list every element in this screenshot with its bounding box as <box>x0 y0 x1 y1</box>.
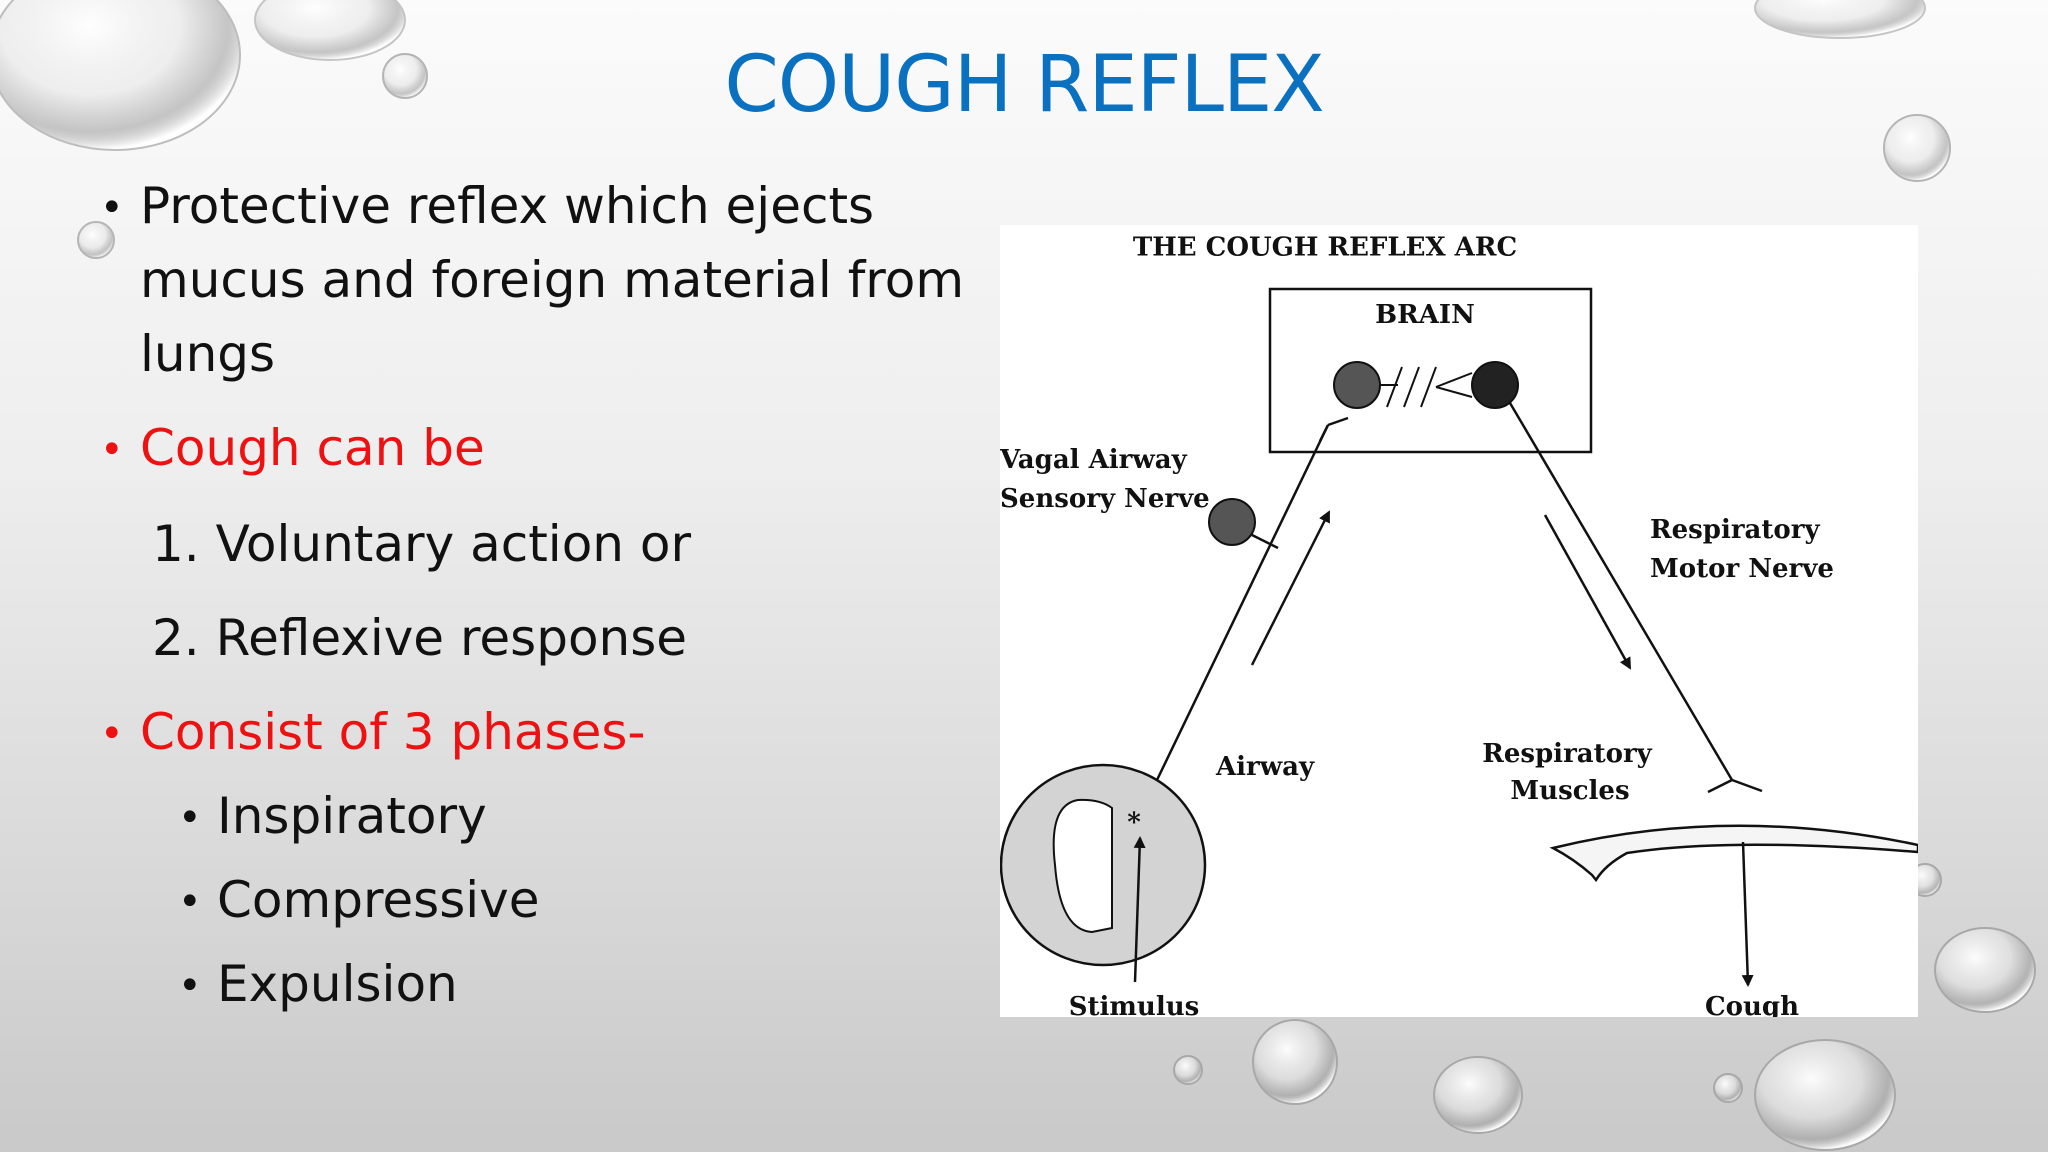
cough-output-arrow <box>1741 841 1754 987</box>
phase-expulsion: Expulsion <box>217 955 458 1013</box>
stimulus-label: Stimulus <box>1069 992 1200 1017</box>
sensory-ganglion-cell <box>1208 498 1256 546</box>
reflex-arc-svg: THE COUGH REFLEX ARC BRAIN Vagal Airway … <box>1000 232 1918 1017</box>
synapse-line <box>1386 366 1403 408</box>
sensory-nerve-terminal <box>1318 416 1349 442</box>
sensory-nerve-fiber <box>1155 424 1330 781</box>
respiratory-muscles-label-line1: Respiratory <box>1482 739 1652 769</box>
brain-box <box>1268 287 1593 454</box>
brain-label: BRAIN <box>1375 300 1475 330</box>
motor-nerve-label-line2: Motor Nerve <box>1650 554 1834 584</box>
vagal-nerve-label-line2: Sensory Nerve <box>1000 484 1210 514</box>
synapse-line <box>1435 372 1473 388</box>
airway-lumen <box>1052 798 1113 934</box>
bullet-list: • Protective reflex which ejects mucus a… <box>100 0 1000 1152</box>
motor-nerve-fiber <box>1508 402 1734 781</box>
bullet-cough-can-be: Cough can be <box>140 419 485 477</box>
synapse-line <box>1403 366 1420 408</box>
afferent-direction-arrow <box>1250 510 1331 666</box>
phase-compressive: Compressive <box>217 871 540 929</box>
sub-item-voluntary: 1. Voluntary action or <box>152 515 692 573</box>
cough-reflex-arc-diagram: THE COUGH REFLEX ARC BRAIN Vagal Airway … <box>1000 225 1918 1017</box>
bullet-dot: • <box>178 963 202 1009</box>
bullet-protective-line3: lungs <box>140 325 276 383</box>
synapse-line <box>1435 386 1473 398</box>
stimulus-arrow <box>1133 836 1146 983</box>
brain-neuron-left <box>1333 361 1381 409</box>
bullet-dot: • <box>178 795 202 841</box>
airway-label: Airway <box>1215 752 1315 782</box>
bullet-dot: • <box>100 427 124 473</box>
brain-neuron-right <box>1471 361 1519 409</box>
bullet-dot: • <box>100 711 124 757</box>
irritant-asterisk: * <box>1127 808 1141 838</box>
diaphragm-muscle <box>1549 824 1918 883</box>
efferent-direction-arrow <box>1543 514 1632 670</box>
motor-end-plate <box>1707 778 1763 794</box>
bullet-protective-line1: Protective reflex which ejects <box>140 177 875 235</box>
slide-title: COUGH REFLEX <box>724 40 1324 130</box>
bullet-protective-line2: mucus and foreign material from <box>140 251 965 309</box>
phase-inspiratory: Inspiratory <box>217 787 487 845</box>
cough-label: Cough <box>1705 992 1799 1017</box>
ganglion-connector <box>1251 533 1279 550</box>
bullet-three-phases: Consist of 3 phases- <box>140 703 646 761</box>
bullet-dot: • <box>178 879 202 925</box>
respiratory-muscles-label-line2: Muscles <box>1510 776 1629 806</box>
synapse-line <box>1420 366 1437 408</box>
diagram-heading: THE COUGH REFLEX ARC <box>1133 232 1517 262</box>
vagal-nerve-label-line1: Vagal Airway <box>1000 445 1188 475</box>
motor-nerve-label-line1: Respiratory <box>1650 515 1820 545</box>
sub-item-reflexive: 2. Reflexive response <box>152 609 688 667</box>
bullet-dot: • <box>100 185 124 231</box>
